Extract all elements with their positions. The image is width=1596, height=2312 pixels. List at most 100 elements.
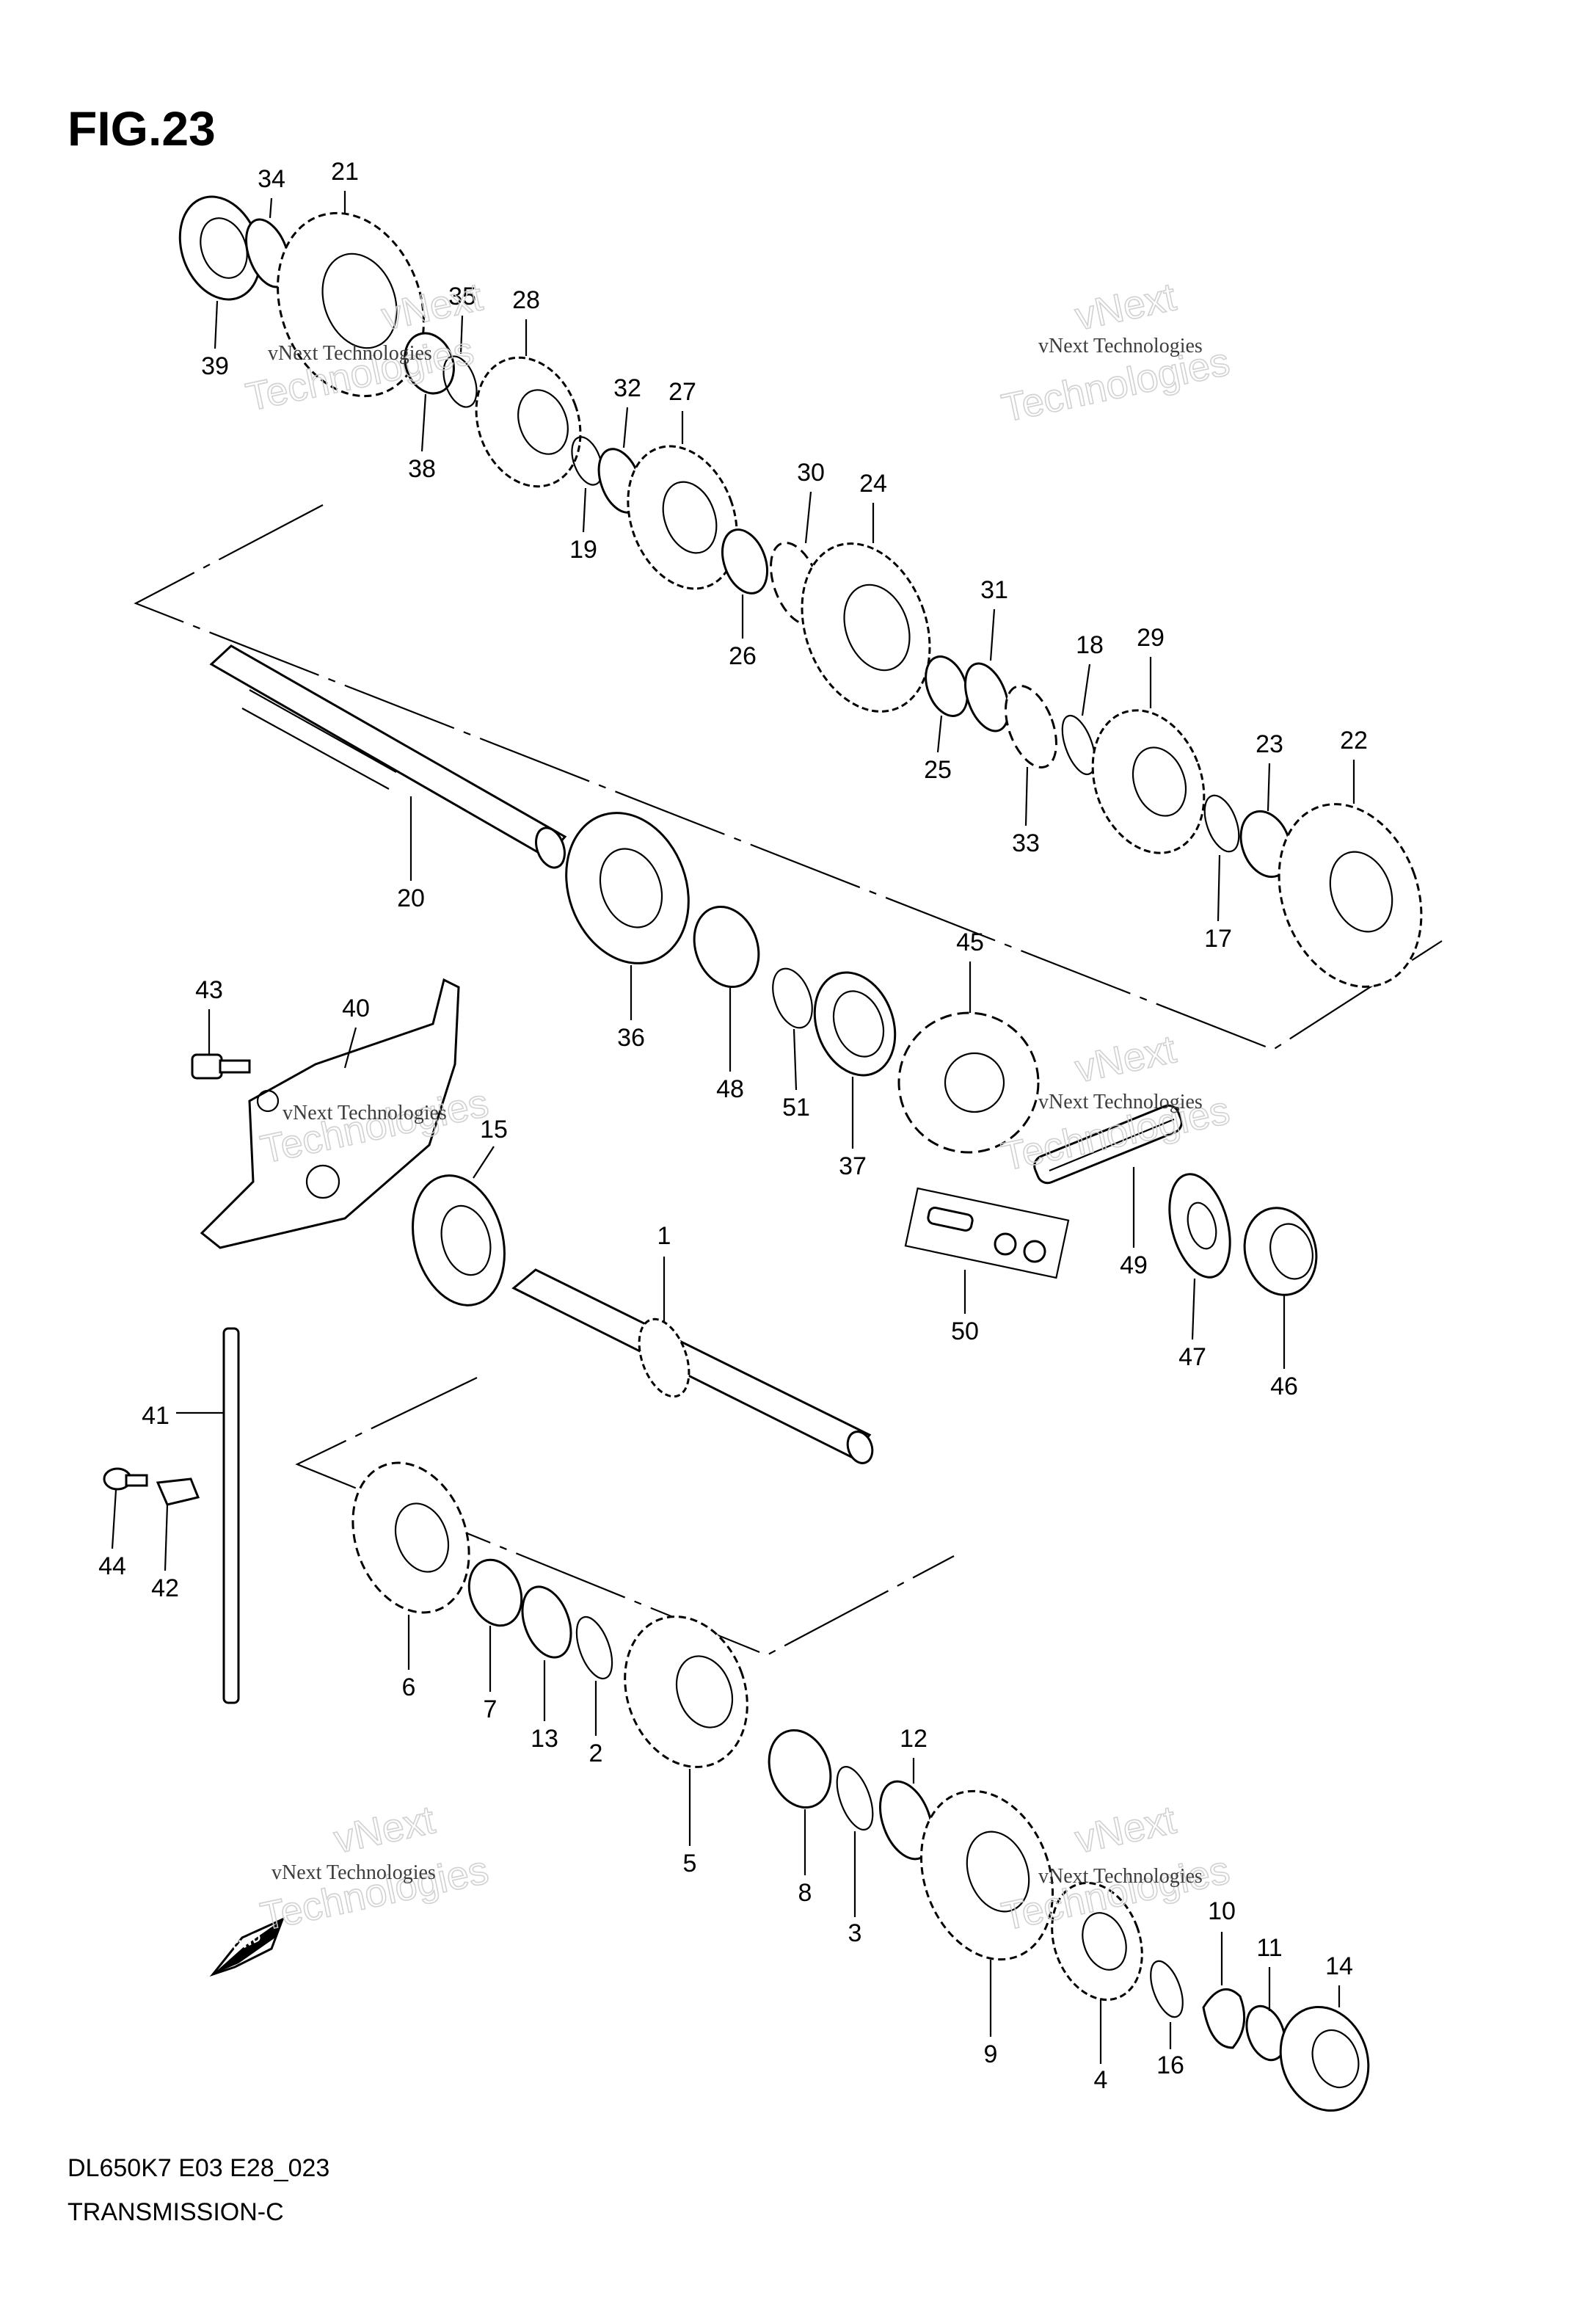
part-number-35: 35	[448, 283, 476, 310]
leader-line-32	[622, 407, 629, 448]
part-number-8: 8	[798, 1879, 812, 1907]
part-number-22: 22	[1340, 727, 1368, 755]
part-number-31: 31	[980, 576, 1008, 604]
part-50-chain-joint-kit	[904, 1187, 1070, 1279]
part-29-gear	[1091, 709, 1206, 854]
part-number-25: 25	[924, 756, 952, 784]
part-number-1: 1	[657, 1222, 671, 1250]
part-number-7: 7	[484, 1695, 498, 1723]
leader-line-47	[1191, 1278, 1196, 1340]
svg-text:vNext Technologies: vNext Technologies	[283, 1102, 447, 1124]
part-44-bolt	[103, 1467, 148, 1491]
part-19-circlip	[571, 436, 603, 486]
part-number-50: 50	[951, 1317, 979, 1345]
svg-text:vNext Technologies: vNext Technologies	[1038, 1091, 1203, 1113]
parts-layer: FWD	[103, 195, 1423, 2112]
part-number-16: 16	[1156, 2051, 1184, 2079]
leader-line-23	[1267, 763, 1271, 812]
part-37-seal	[813, 971, 897, 1077]
part-number-34: 34	[258, 165, 285, 193]
part-number-5: 5	[683, 1850, 697, 1877]
svg-text:vNext: vNext	[1071, 1797, 1180, 1861]
part-20-shaft	[209, 644, 567, 869]
part-35-circlip	[442, 355, 478, 408]
part-number-33: 33	[1012, 829, 1040, 857]
leader-line-42	[164, 1504, 169, 1571]
part-47-washer	[1168, 1173, 1231, 1279]
leader-line-51	[792, 1028, 798, 1091]
leader-line-39	[214, 300, 219, 349]
part-4-gear	[1051, 1881, 1143, 2002]
part-number-29: 29	[1137, 624, 1165, 652]
part-number-labels: 1234567891011121314151617181920212223242…	[98, 158, 1368, 2094]
part-number-4: 4	[1094, 2066, 1108, 2094]
part-27-gear	[627, 445, 738, 590]
part-number-47: 47	[1178, 1343, 1206, 1371]
part-number-43: 43	[195, 976, 223, 1004]
leader-line-15	[473, 1146, 495, 1179]
leader-line-38	[420, 393, 427, 452]
countershaft-assembly-outline	[134, 504, 1443, 1051]
part-number-42: 42	[151, 1574, 179, 1602]
part-number-51: 51	[782, 1094, 810, 1122]
part-5-gear	[624, 1615, 748, 1768]
part-15-bearing	[412, 1174, 506, 1306]
leader-line-18	[1081, 664, 1091, 716]
part-number-2: 2	[589, 1740, 603, 1767]
part-43-bolt	[191, 1053, 251, 1080]
part-number-41: 41	[142, 1402, 170, 1430]
svg-text:vNext: vNext	[1071, 1027, 1180, 1091]
part-48-bushing	[693, 905, 760, 989]
leader-line-44	[111, 1489, 117, 1549]
part-number-46: 46	[1270, 1373, 1298, 1400]
part-number-19: 19	[569, 536, 597, 564]
leader-line-33	[1024, 766, 1029, 826]
part-2-circlip	[575, 1615, 613, 1680]
part-number-40: 40	[342, 995, 370, 1022]
leader-line-25	[936, 715, 943, 753]
part-40-plate	[200, 978, 460, 1249]
part-number-39: 39	[201, 352, 229, 380]
part-number-23: 23	[1256, 730, 1283, 758]
part-13-washer	[521, 1585, 572, 1659]
part-number-9: 9	[984, 2040, 998, 2068]
part-number-15: 15	[480, 1116, 508, 1144]
part-6-gear	[351, 1461, 470, 1614]
part-45-sprocket	[897, 1011, 1040, 1154]
leader-line-31	[989, 608, 996, 661]
part-11-washer	[1245, 2004, 1286, 2062]
leader-line-17	[1217, 854, 1221, 922]
part-10-washer	[1202, 1988, 1246, 2049]
part-number-30: 30	[797, 459, 825, 487]
part-33-lockwasher	[1005, 685, 1057, 768]
part-number-27: 27	[668, 378, 696, 406]
part-18-circlip	[1061, 714, 1096, 776]
part-41-rod	[222, 1327, 240, 1704]
part-31-washer	[964, 662, 1010, 733]
svg-text:vNext: vNext	[1071, 275, 1180, 338]
part-number-48: 48	[716, 1075, 744, 1103]
part-21-gear	[277, 211, 425, 398]
part-number-12: 12	[900, 1725, 928, 1753]
leader-line-35	[459, 315, 464, 355]
leader-line-34	[269, 197, 273, 219]
part-24-gear	[801, 542, 931, 713]
part-number-6: 6	[402, 1673, 416, 1701]
part-number-17: 17	[1204, 925, 1232, 953]
part-1-shaft	[511, 1268, 874, 1464]
part-number-18: 18	[1076, 631, 1104, 659]
part-51-oring	[772, 967, 813, 1029]
part-number-11: 11	[1256, 1934, 1282, 1962]
part-number-13: 13	[531, 1725, 558, 1753]
model-code: DL650K7 E03 E28_023	[68, 2154, 329, 2182]
part-38-bushing	[404, 332, 455, 395]
leader-line-40	[343, 1027, 357, 1069]
svg-text:vNext Technologies: vNext Technologies	[1038, 1865, 1203, 1888]
driveshaft-assembly-outline	[295, 1377, 955, 1657]
part-42-clip	[156, 1477, 200, 1506]
svg-text:vNext: vNext	[330, 1797, 439, 1861]
part-17-circlip	[1203, 794, 1240, 853]
part-3-circlip	[836, 1766, 874, 1831]
part-9-gear	[920, 1789, 1054, 1961]
